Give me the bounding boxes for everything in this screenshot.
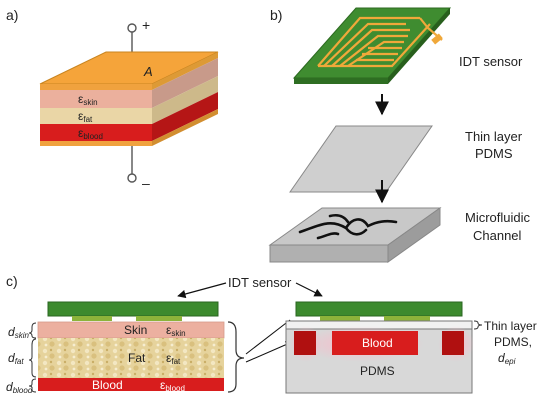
arrow-idt-right: [295, 282, 323, 297]
fat-layer-a: [40, 108, 152, 124]
panel-b: b) IDT sensor Thin l: [268, 7, 531, 263]
pdms-label: PDMS: [360, 364, 395, 378]
panel-a: a) + A εskin: [6, 7, 219, 191]
thin-layer-c-2: PDMS,: [494, 335, 532, 349]
blood-layer-c: [38, 378, 224, 391]
electrode-left-2: [136, 316, 182, 321]
panel-c-label: c): [6, 273, 18, 289]
microfluidic-label-1: Microfluidic: [465, 210, 531, 225]
fat-layer-c: [38, 338, 224, 378]
thickness-braces: [28, 322, 37, 393]
side-channel-left: [294, 331, 316, 355]
top-plate-edge: [40, 84, 152, 90]
electrode-left-1: [72, 316, 112, 321]
blood-label-right: Blood: [362, 336, 393, 350]
bottom-plate-edge: [40, 141, 152, 146]
electrode-right-2: [384, 316, 430, 321]
eps-blood-c: εblood: [160, 378, 185, 393]
area-label: A: [143, 64, 153, 79]
plus-sign: +: [142, 17, 150, 33]
panel-c: c) IDT sensor Skin εskin Fat εfat Blood …: [6, 273, 537, 395]
eps-skin-c: εskin: [166, 323, 186, 338]
side-channel-right: [442, 331, 464, 355]
microfluidic-label-2: Channel: [473, 228, 522, 243]
thin-pdms-sheet: [289, 125, 433, 193]
bottom-terminal: –: [127, 146, 150, 191]
capacitor-block: A εskin εfat εblood: [39, 51, 219, 146]
tissue-stack: Skin εskin Fat εfat Blood εblood: [37, 301, 225, 393]
skin-layer-a: [40, 90, 152, 108]
idt-sensor-label-b: IDT sensor: [459, 54, 523, 69]
eps-fat-a: εfat: [78, 109, 93, 124]
blood-label-left: Blood: [92, 378, 123, 392]
blood-channel: [332, 331, 418, 355]
panel-a-label: a): [6, 7, 18, 23]
skin-label: Skin: [124, 323, 147, 337]
fat-label: Fat: [128, 351, 146, 365]
idt-sensor-label-c: IDT sensor: [228, 275, 292, 290]
idt-board-left: [47, 301, 219, 317]
d-epi-label: depi: [498, 351, 516, 366]
arrow-idt-left: [177, 282, 227, 299]
eps-blood-a: εblood: [78, 126, 103, 141]
d-fat-label: dfat: [8, 351, 24, 366]
electrode-right-1: [320, 316, 360, 321]
blood-layer-a: [40, 124, 152, 141]
d-skin-label: dskin: [8, 325, 29, 340]
connector-line-bottom: [245, 341, 293, 363]
epi-brace: [473, 320, 483, 330]
eps-skin-a: εskin: [78, 92, 98, 107]
idt-sensor-board: [292, 7, 452, 84]
minus-sign: –: [142, 175, 150, 191]
device-stack: Blood PDMS: [285, 301, 474, 394]
connector-line-top: [245, 319, 291, 355]
stack-brace: [227, 321, 245, 393]
thin-layer-label-1: Thin layer: [465, 129, 523, 144]
idt-board-right: [295, 301, 463, 317]
microfluidic-block: [268, 207, 442, 263]
panel-b-label: b): [270, 7, 282, 23]
eps-fat-c: εfat: [166, 351, 181, 366]
thin-layer-label-2: PDMS: [475, 146, 513, 161]
thin-layer-c-1: Thin layer: [484, 319, 537, 333]
channel-path: [298, 213, 398, 240]
d-blood-label: dblood: [6, 380, 33, 395]
